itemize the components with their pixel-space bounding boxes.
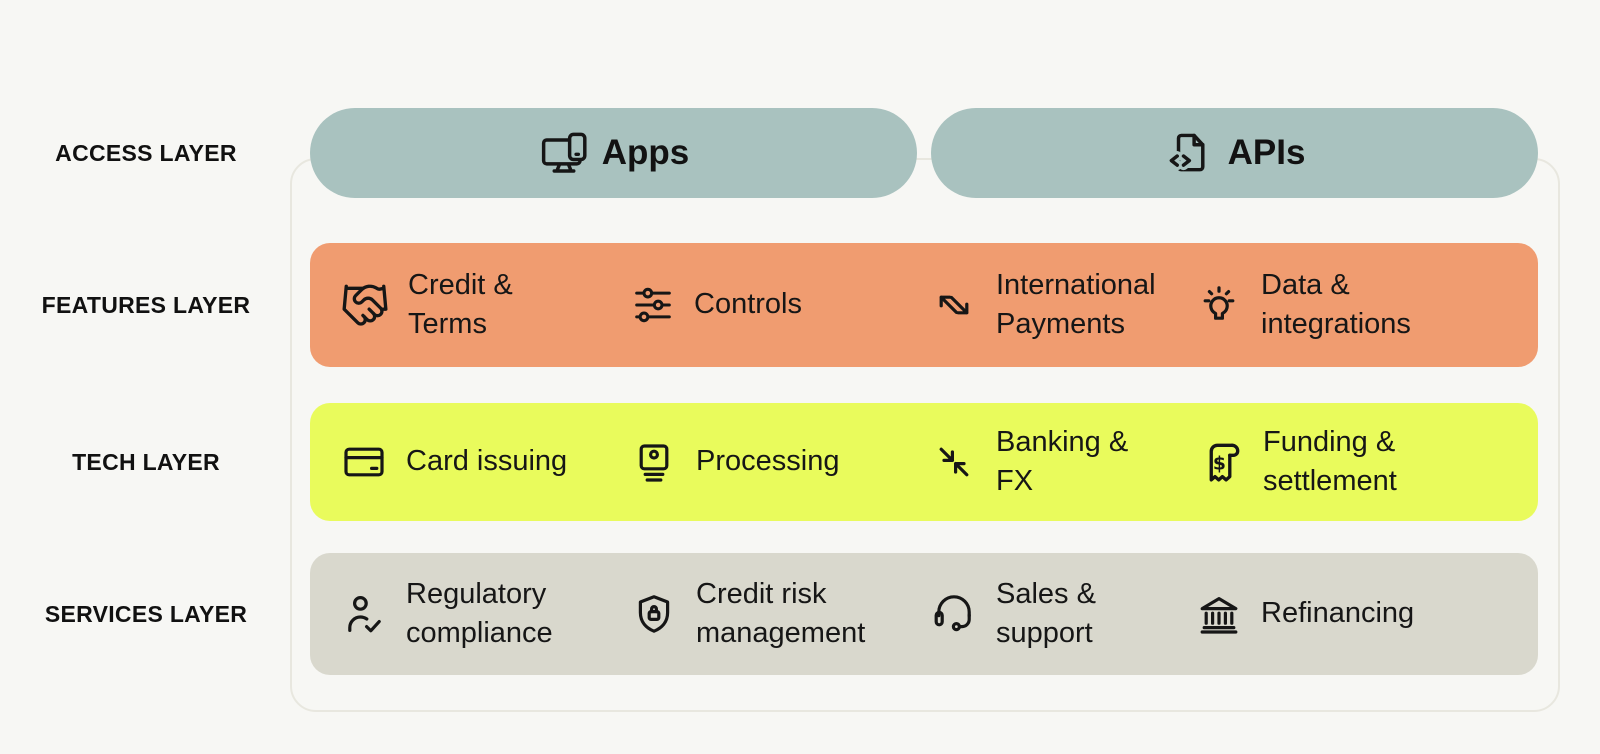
- converging-arrows-icon: [930, 438, 978, 486]
- feature-international-payments: International Payments: [930, 266, 1195, 345]
- access-layer-label: ACCESS LAYER: [55, 140, 237, 166]
- service-label: Credit risk management: [696, 577, 866, 649]
- apis-pill: APIs: [931, 108, 1538, 198]
- credit-card-icon: [340, 438, 388, 486]
- service-label: Regulatory compliance: [406, 577, 553, 649]
- service-label: Sales & support: [996, 577, 1096, 649]
- diagonal-arrows-icon: [930, 281, 978, 329]
- shield-lock-icon: [630, 590, 678, 638]
- tech-label: Banking & FX: [996, 425, 1129, 497]
- feature-label: Credit & Terms: [408, 268, 513, 340]
- tech-layer-bar: Card issuing Processing Banking & FX: [310, 403, 1538, 521]
- features-layer-bar: Credit & Terms Controls International Pa…: [310, 243, 1538, 367]
- apps-pill: Apps: [310, 108, 917, 198]
- feature-label: Controls: [694, 288, 802, 321]
- feature-data-integrations: Data & integrations: [1195, 266, 1528, 345]
- service-label: Refinancing: [1261, 597, 1415, 630]
- feature-label: International Payments: [996, 268, 1156, 340]
- feature-credit-terms: Credit & Terms: [340, 266, 630, 345]
- tech-label: Processing: [696, 445, 840, 478]
- apis-pill-label: APIs: [1227, 133, 1306, 172]
- tech-card-issuing: Card issuing: [340, 438, 630, 486]
- tech-processing: Processing: [630, 438, 930, 486]
- feature-controls: Controls: [630, 282, 930, 328]
- features-layer-label: FEATURES LAYER: [41, 292, 251, 318]
- bank-icon: [1195, 590, 1243, 638]
- monitor-phone-icon: [538, 127, 590, 179]
- receipt-dollar-icon: $: [1195, 437, 1245, 487]
- handshake-icon: [340, 280, 390, 330]
- apps-pill-label: Apps: [601, 133, 690, 172]
- tech-funding-settlement: $ Funding & settlement: [1195, 423, 1528, 502]
- services-layer-bar: Regulatory compliance Credit risk manage…: [310, 553, 1538, 675]
- service-sales-support: Sales & support: [930, 575, 1195, 654]
- tech-label: Funding & settlement: [1263, 425, 1397, 497]
- lightbulb-icon: [1195, 281, 1243, 329]
- service-credit-risk: Credit risk management: [630, 575, 930, 654]
- access-layer-row: Apps APIs: [310, 108, 1538, 198]
- person-check-icon: [340, 590, 388, 638]
- service-regulatory-compliance: Regulatory compliance: [340, 575, 630, 654]
- payment-terminal-icon: [630, 438, 678, 486]
- sliders-icon: [630, 282, 676, 328]
- headset-icon: [930, 590, 978, 638]
- tech-label: Card issuing: [406, 445, 568, 478]
- service-refinancing: Refinancing: [1195, 590, 1528, 638]
- diagram-frame: [290, 158, 1560, 712]
- code-file-icon: [1164, 127, 1216, 179]
- tech-layer-label: TECH LAYER: [72, 449, 220, 475]
- services-layer-label: SERVICES LAYER: [44, 601, 248, 627]
- svg-text:$: $: [1213, 454, 1226, 475]
- feature-label: Data & integrations: [1261, 268, 1411, 340]
- tech-banking-fx: Banking & FX: [930, 423, 1195, 502]
